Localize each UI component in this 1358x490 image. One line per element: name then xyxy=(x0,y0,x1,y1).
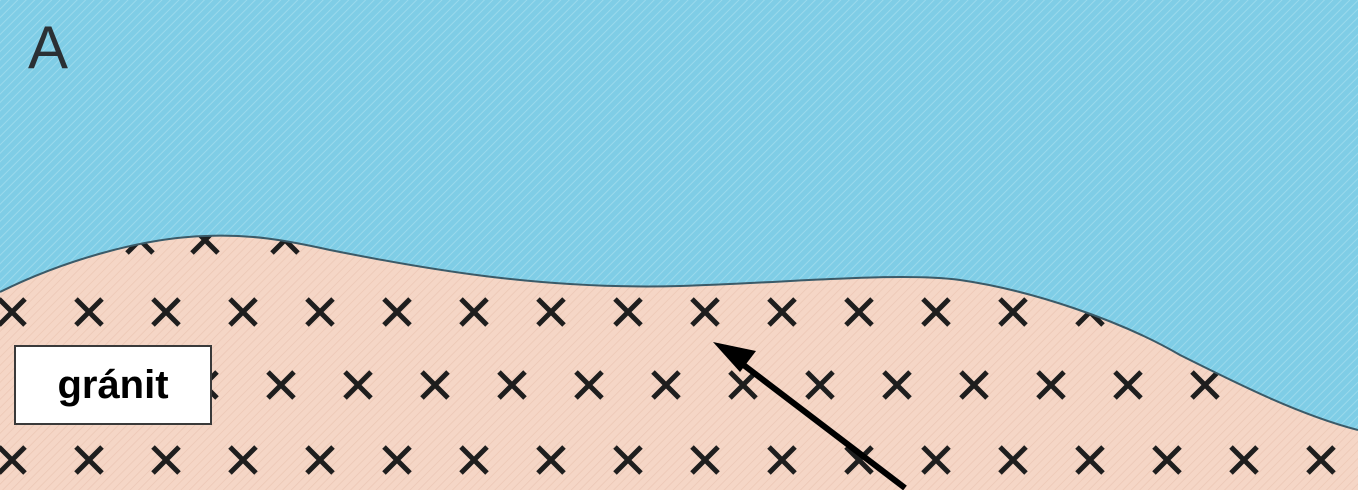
panel-letter: A xyxy=(28,18,68,78)
granite-label: gránit xyxy=(57,365,168,405)
granite-label-box: gránit xyxy=(14,345,212,425)
